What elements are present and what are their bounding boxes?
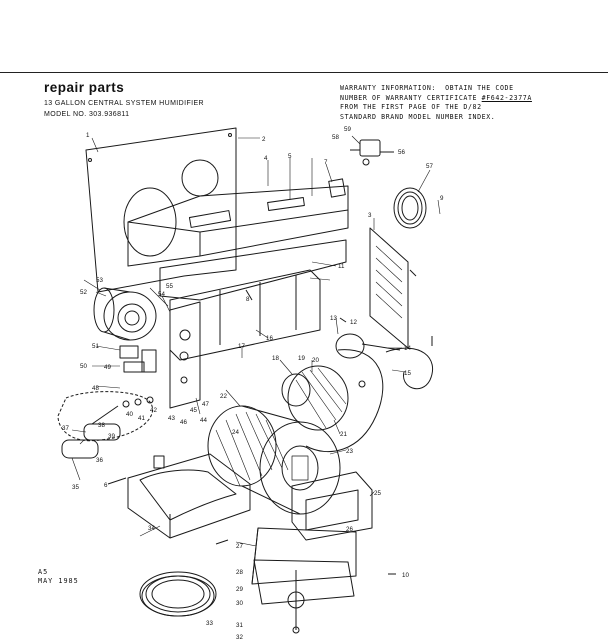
callout-21: 21 [340, 431, 347, 438]
fan-scroll [305, 349, 384, 453]
drum-wheel [207, 405, 341, 515]
callout-41: 41 [138, 415, 145, 422]
drum-motor [93, 287, 157, 341]
callout-22: 22 [220, 393, 227, 400]
tubing-coil [139, 571, 217, 617]
power-cord [385, 347, 434, 390]
header-rule [0, 72, 608, 73]
callout-49: 49 [104, 364, 111, 371]
callout-50: 50 [80, 363, 87, 370]
callout-54: 54 [158, 291, 165, 298]
water-pan [127, 453, 251, 539]
model-number: MODEL NO. 303.936811 [44, 111, 130, 118]
page-title: repair parts [44, 80, 125, 95]
control-panel [169, 301, 201, 409]
callout-30: 30 [236, 600, 243, 607]
warranty-info: WARRANTY INFORMATION: OBTAIN THE CODE NU… [340, 84, 532, 122]
callout-11: 11 [338, 263, 345, 270]
callout-34: 34 [148, 525, 155, 532]
warranty-line-2: NUMBER OF WARRANTY CERTIFICATE [340, 93, 482, 102]
callout-17: 17 [238, 343, 245, 350]
warranty-line-4: STANDARD BRAND MODEL NUMBER INDEX. [340, 112, 496, 121]
callout-52: 52 [80, 289, 87, 296]
warranty-line-1: WARRANTY INFORMATION: OBTAIN THE CODE [340, 84, 514, 92]
callout-45: 45 [190, 407, 197, 414]
callout-25: 25 [374, 490, 381, 497]
callout-51: 51 [92, 343, 99, 350]
solenoid-valve [350, 139, 394, 166]
callout-16: 16 [266, 335, 273, 342]
callout-7: 7 [324, 159, 328, 166]
fan-motor [335, 333, 401, 359]
callout-48: 48 [92, 385, 99, 392]
callout-58: 58 [332, 134, 339, 141]
revision-stamp: A5 MAY 1985 [38, 568, 79, 586]
callout-27: 27 [236, 543, 243, 550]
blower-wheel [281, 365, 349, 431]
float-assembly [57, 391, 154, 459]
mounting-bracket [251, 527, 357, 585]
callout-26: 26 [346, 526, 353, 533]
callout-59: 59 [344, 126, 351, 133]
filter-panel [369, 227, 409, 349]
callout-36: 36 [96, 457, 103, 464]
callout-14: 14 [404, 345, 411, 352]
callout-labels: 1 2 3 4 5 6 7 8 9 10 11 12 13 14 15 16 1… [62, 126, 444, 641]
callout-40: 40 [126, 411, 133, 418]
callout-5: 5 [288, 153, 292, 160]
callout-46: 46 [180, 419, 187, 426]
callout-39: 39 [108, 433, 115, 440]
callout-19: 19 [298, 355, 305, 362]
warranty-certificate-number: #F642-2377A [481, 93, 532, 102]
callout-24: 24 [232, 429, 239, 436]
hose-coil [393, 187, 427, 229]
hardware-screws [107, 269, 417, 575]
revision-code: A5 [38, 568, 49, 576]
callout-47: 47 [202, 401, 209, 408]
callout-29: 29 [236, 586, 243, 593]
callout-42: 42 [150, 407, 157, 414]
plate-assembly [253, 559, 355, 634]
callout-53: 53 [96, 277, 103, 284]
callout-35: 35 [72, 484, 79, 491]
callout-33: 33 [206, 620, 213, 627]
callout-18: 18 [272, 355, 279, 362]
callout-56: 56 [398, 149, 405, 156]
callout-37: 37 [62, 425, 69, 432]
callout-9: 9 [440, 195, 444, 202]
callout-1: 1 [86, 132, 90, 139]
callout-43: 43 [168, 415, 175, 422]
revision-date: MAY 1985 [38, 577, 79, 585]
top-housing [127, 185, 349, 301]
callout-44: 44 [200, 417, 207, 424]
callout-12: 12 [350, 319, 357, 326]
callout-32: 32 [236, 634, 243, 641]
callout-57: 57 [426, 163, 433, 170]
callout-2: 2 [262, 136, 266, 143]
callout-23: 23 [346, 448, 353, 455]
callout-6: 6 [104, 482, 108, 489]
switch-brackets [119, 345, 157, 373]
product-subtitle: 13 GALLON CENTRAL SYSTEM HUMIDIFIER [44, 100, 204, 107]
callout-38: 38 [98, 422, 105, 429]
callout-55: 55 [166, 283, 173, 290]
callout-3: 3 [368, 212, 372, 219]
callout-31: 31 [236, 622, 243, 629]
callout-4: 4 [264, 155, 268, 162]
callout-10: 10 [402, 572, 409, 579]
callout-8: 8 [246, 296, 250, 303]
drain-tray [291, 471, 373, 541]
callout-13: 13 [330, 315, 337, 322]
back-plate [85, 127, 237, 293]
callout-15: 15 [404, 370, 411, 377]
leader-lines [71, 135, 441, 547]
callout-28: 28 [236, 569, 243, 576]
warranty-line-3: FROM THE FIRST PAGE OF THE D/82 [340, 103, 482, 112]
damper-fitting [328, 178, 346, 198]
lower-body [169, 269, 321, 361]
callout-20: 20 [312, 357, 319, 364]
